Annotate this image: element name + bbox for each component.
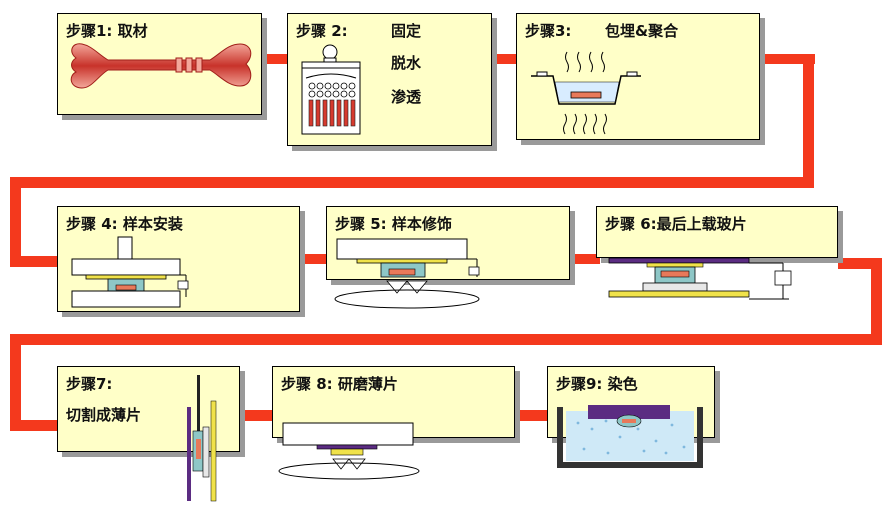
step-7-subtitle: 切割成薄片 [66, 406, 142, 424]
step-6-box: 步骤 6:最后上载玻片 [596, 206, 838, 300]
mounting-press-icon [71, 236, 189, 308]
heat-arrows-bottom [563, 113, 607, 135]
jar-icon [301, 44, 361, 135]
step-9-box: 步骤9: 染色 [547, 366, 715, 468]
step-7-box: 步骤7: 切割成薄片 [57, 366, 240, 502]
step-7-title: 步骤7: [66, 375, 113, 393]
bone-slice-1 [175, 57, 183, 73]
step-4-box: 步骤 4: 样本安装 [57, 206, 300, 312]
slide-loading-icon [608, 257, 792, 300]
step-2-line-fix: 固定 [391, 22, 422, 40]
step-5-box: 步骤 5: 样本修饰 [326, 206, 570, 309]
slicing-icon [187, 375, 217, 502]
bone-slice-3 [195, 57, 203, 73]
heat-arrows-top [565, 51, 605, 73]
grinding-icon [278, 422, 420, 480]
step-8-title: 步骤 8: 研磨薄片 [281, 375, 398, 393]
step-1-box: 步骤1: 取材 [57, 13, 262, 115]
embedding-mold-icon [531, 51, 641, 135]
step-3-title: 步骤3: [525, 22, 572, 40]
trimming-icon [334, 238, 480, 309]
step-8-box: 步骤 8: 研磨薄片 [272, 366, 515, 480]
staining-bath-icon [557, 405, 703, 468]
step-2-line-dehydrate: 脱水 [391, 54, 422, 72]
step-9-title: 步骤9: 染色 [556, 375, 638, 393]
step-5-title: 步骤 5: 样本修饰 [335, 215, 452, 233]
step-2-box: 步骤 2: 固定 脱水 渗透 [287, 13, 492, 146]
bone-slice-2 [185, 57, 193, 73]
step-6-title: 步骤 6:最后上载玻片 [605, 215, 747, 233]
step-4-title: 步骤 4: 样本安装 [66, 215, 183, 233]
bone-icon [70, 43, 252, 89]
step-1-title: 步骤1: 取材 [66, 22, 148, 40]
step-3-subtitle: 包埋&聚合 [605, 22, 679, 40]
step-2-line-infiltrate: 渗透 [391, 88, 422, 106]
step-3-box: 步骤3: 包埋&聚合 [516, 13, 760, 140]
step-2-title: 步骤 2: [296, 22, 348, 40]
